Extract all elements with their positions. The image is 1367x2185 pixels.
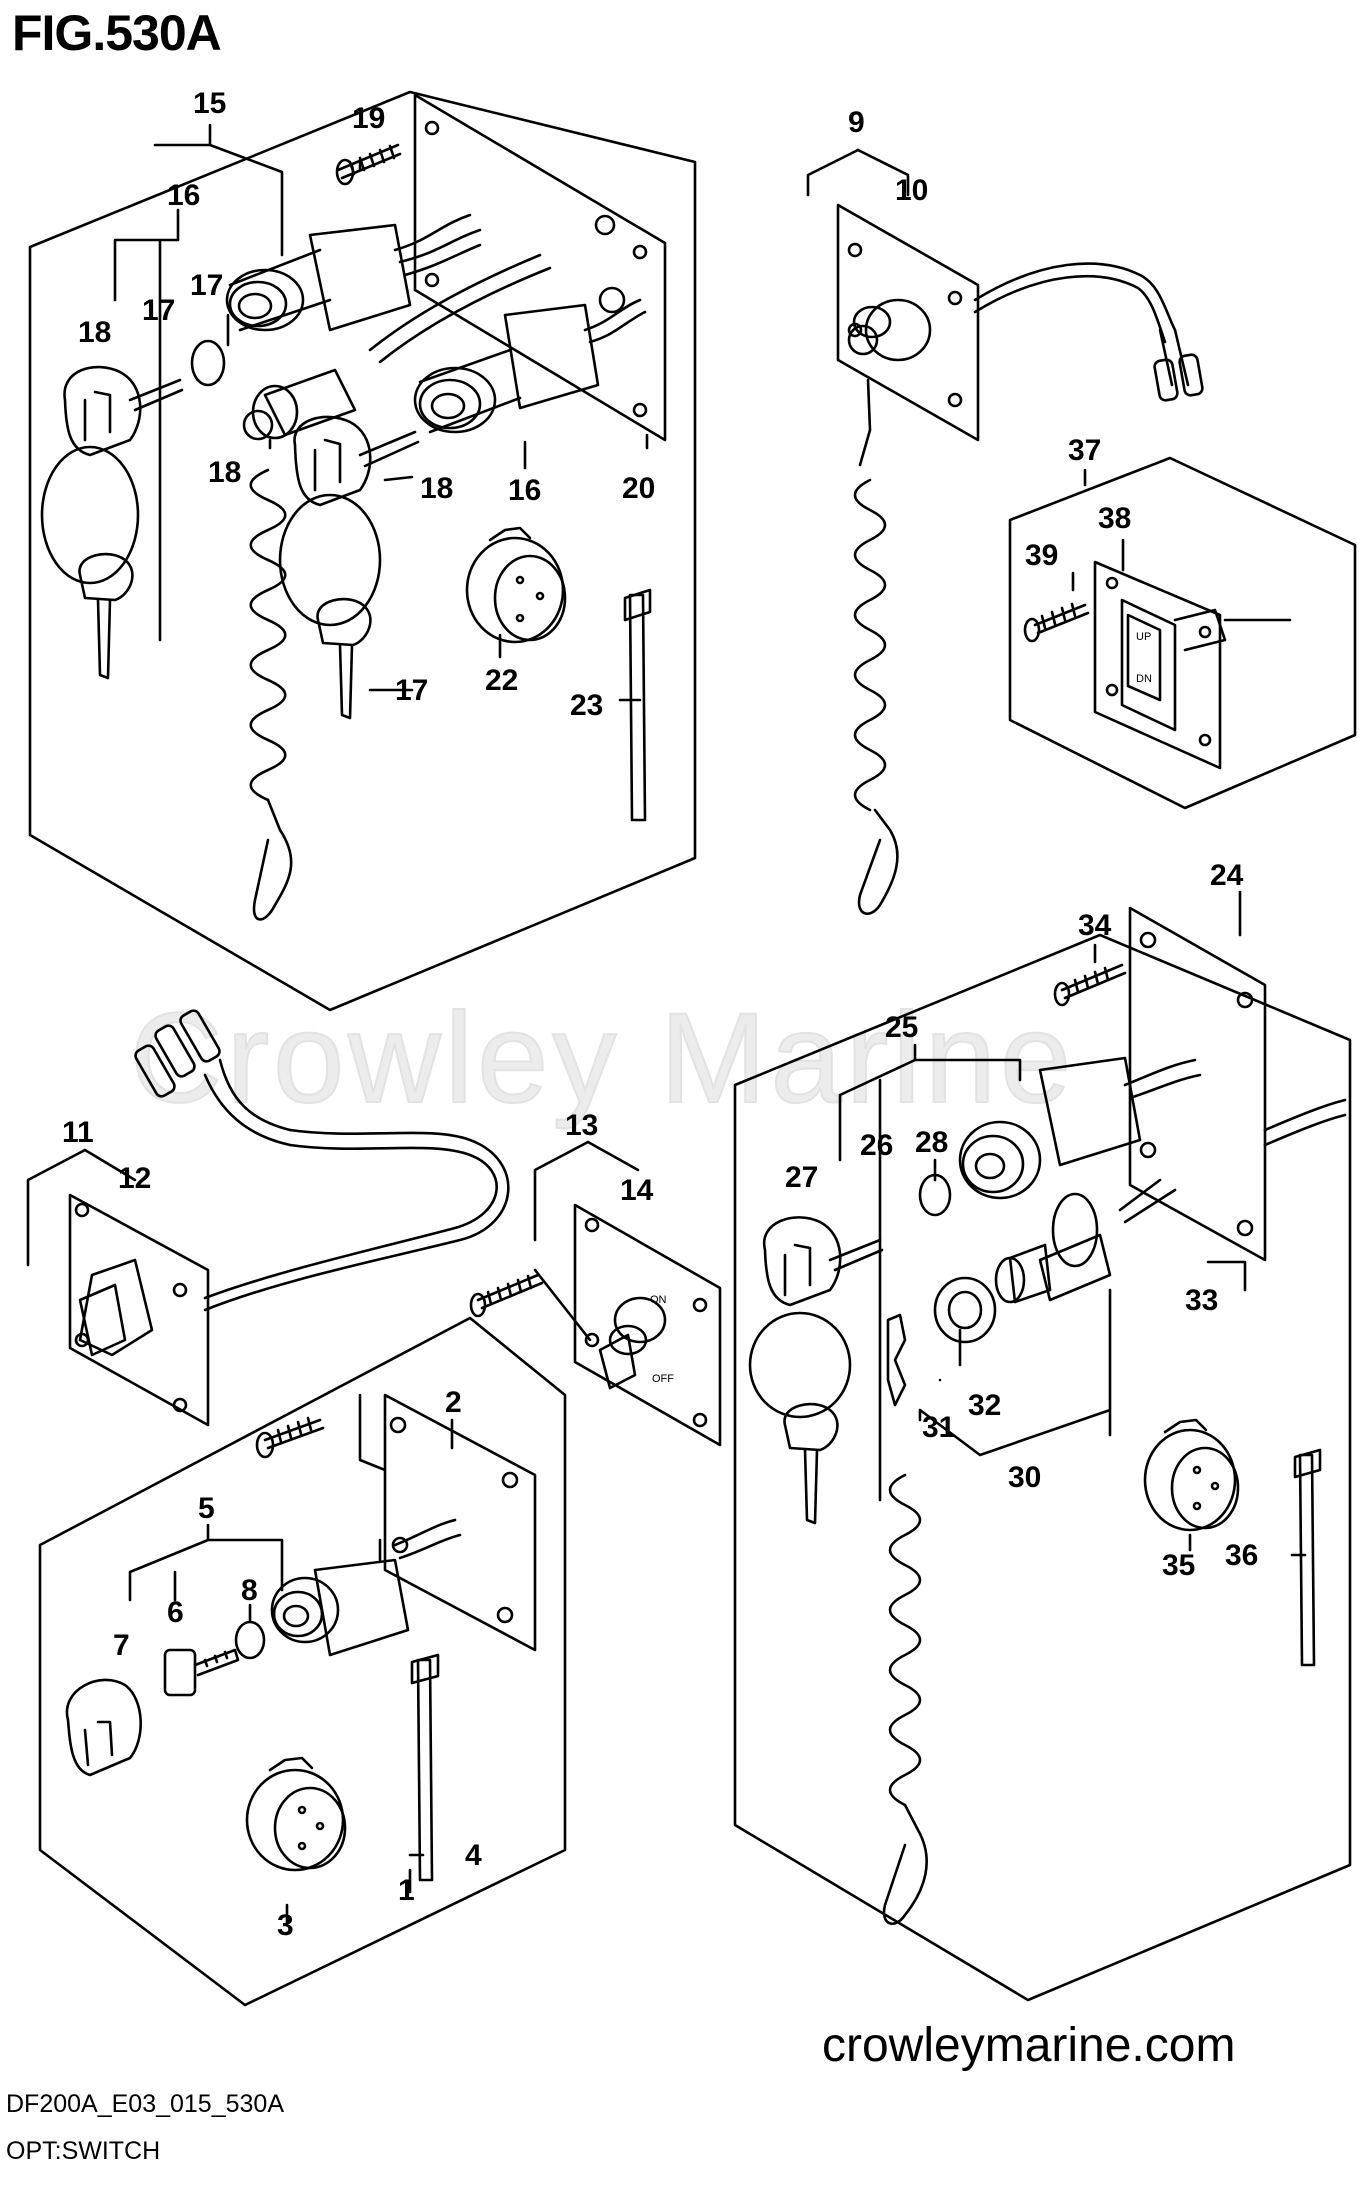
callout-24: 23 <box>570 689 603 722</box>
callout-28: 27 <box>785 1161 818 1194</box>
callout-7: 7 <box>113 1629 130 1662</box>
key-fob-28 <box>748 1216 884 1419</box>
cable-tie-24 <box>623 588 652 822</box>
callout-18-lower: 18 <box>420 472 453 505</box>
group-1-key-switch-kit <box>38 1316 567 2007</box>
knob-23 <box>465 526 567 644</box>
toggle-on-label: ON <box>650 1294 667 1306</box>
callout-12: 12 <box>118 1162 151 1195</box>
diagram-code: DF200A_E03_015_530A <box>6 2090 285 2118</box>
trim-dn-label: DN <box>1136 673 1152 685</box>
key-switch-16-lower <box>413 298 647 434</box>
callout-20: 18 <box>208 456 241 489</box>
callout-5: 5 <box>198 1492 215 1525</box>
group-37-trim-switch <box>1008 456 1357 810</box>
callout-10: 10 <box>895 174 928 207</box>
group-1-outline <box>38 1316 567 2007</box>
callout-15: 15 <box>193 87 226 120</box>
stop-switch-20 <box>242 368 357 441</box>
callout-26: 25 <box>885 1011 918 1044</box>
figure-title: FIG.530A <box>12 5 222 61</box>
callout-23: 22 <box>485 664 518 697</box>
cap-8 <box>234 1620 266 1660</box>
panel-21 <box>413 93 667 442</box>
panel-38 <box>1093 560 1222 770</box>
trim-up-label: UP <box>1136 631 1151 643</box>
cable-tie-36 <box>1293 1448 1322 1667</box>
group-9-emergency-stop <box>806 148 1204 915</box>
lanyard-coil-9 <box>853 378 899 915</box>
group-11-switch <box>26 1009 510 1427</box>
callout-17-upper: 17 <box>142 294 175 327</box>
callout-1: 1 <box>398 1874 415 1907</box>
callout-6: 6 <box>167 1596 184 1629</box>
callout-22: 19 <box>352 102 385 135</box>
diagram-caption: OPT:SWITCH <box>6 2137 161 2165</box>
callout-37: 37 <box>1068 434 1101 467</box>
panel-33 <box>1128 906 1267 1262</box>
callout-14: 14 <box>620 1174 654 1207</box>
key-27 <box>783 1402 839 1525</box>
callout-2: 2 <box>445 1386 462 1419</box>
panel-12 <box>68 1193 210 1427</box>
callout-35: 35 <box>1162 1549 1195 1582</box>
callout-34: 34 <box>1078 909 1112 942</box>
callout-19: 17 <box>190 269 223 302</box>
callout-13: 13 <box>565 1109 598 1142</box>
cable-tie-4 <box>410 1653 440 1882</box>
callout-18-upper: 18 <box>78 316 111 349</box>
key-fob-18-right <box>278 415 420 627</box>
switch-face-labels: ON OFF UP DN <box>650 631 1152 1385</box>
key-6 <box>163 1648 240 1697</box>
callout-4: 4 <box>465 1839 482 1872</box>
callout-32: 32 <box>968 1389 1001 1422</box>
key-17-left <box>78 552 134 680</box>
callout-16-upper: 16 <box>167 179 200 212</box>
group-25-outline <box>733 933 1352 2002</box>
group-37-outline <box>1008 456 1357 810</box>
nut-32 <box>933 1276 997 1344</box>
key-17-right <box>316 597 372 720</box>
callout-38: 38 <box>1098 502 1131 535</box>
group-13-toggle-switch <box>469 1140 722 1447</box>
lanyard-coil-25 <box>882 1473 928 1925</box>
callout-3: 3 <box>277 1909 294 1942</box>
group-15-key-switch-kit <box>28 90 697 1012</box>
callout-8: 8 <box>241 1574 258 1607</box>
callout-11: 11 <box>62 1116 94 1149</box>
group-9-bracket <box>806 148 910 197</box>
panel-2 <box>383 1393 537 1652</box>
callout-9: 9 <box>848 106 865 139</box>
key-fob-7 <box>65 1678 142 1777</box>
toggle-off-label: OFF <box>652 1373 674 1385</box>
callout-labels: 15 19 16 17 17 18 18 18 16 20 22 17 23 9… <box>62 87 1258 1942</box>
panel-14 <box>573 1203 722 1447</box>
callout-29: 28 <box>915 1126 948 1159</box>
lanyard-coil-upper-left <box>249 468 293 921</box>
callout-33: 33 <box>1185 1284 1218 1317</box>
key-switch-16-upper <box>225 213 482 332</box>
callout-16-lower: 16 <box>508 474 541 507</box>
callout-27: 26 <box>860 1129 893 1162</box>
website-footer[interactable]: crowleymarine.com <box>822 2019 1236 2072</box>
group-25-key-switch-kit <box>733 890 1352 2002</box>
knob-3 <box>245 1756 347 1872</box>
panel-10 <box>836 203 980 442</box>
callout-17-lower: 17 <box>395 674 428 707</box>
callout-21: 20 <box>622 472 655 505</box>
cap-19 <box>190 339 226 387</box>
knob-35 <box>1143 1418 1240 1532</box>
callout-30: 30 <box>1008 1461 1041 1494</box>
group-15-outline <box>28 90 697 1012</box>
callout-36: 36 <box>1225 1539 1258 1572</box>
callout-31: 31 <box>922 1411 955 1444</box>
callout-25: 24 <box>1210 859 1244 892</box>
callout-39: 39 <box>1025 539 1058 572</box>
key-fob-18-left <box>40 365 184 585</box>
screw-22 <box>335 143 402 186</box>
